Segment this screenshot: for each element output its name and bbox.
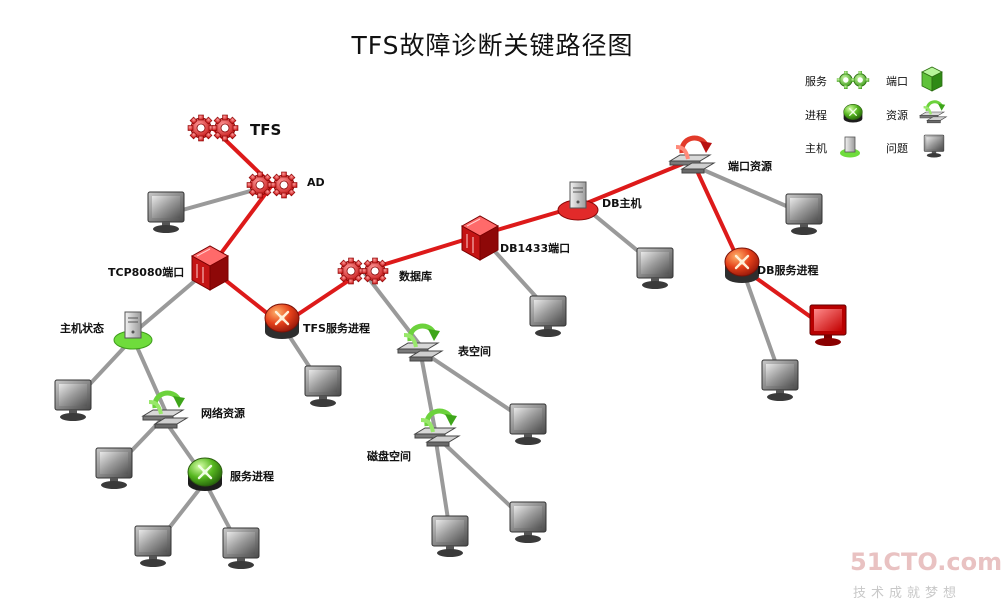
node-ad[interactable] bbox=[247, 172, 297, 198]
monitor-icon[interactable] bbox=[636, 247, 674, 290]
resource-icon bbox=[918, 100, 948, 125]
edges bbox=[73, 126, 824, 550]
label-tfs-service: TFS服务进程 bbox=[303, 322, 370, 335]
monitor-icon[interactable] bbox=[147, 191, 185, 234]
process-cylinder-icon bbox=[186, 456, 224, 493]
gears-icon bbox=[338, 258, 388, 284]
node-tcp8080[interactable] bbox=[191, 245, 229, 291]
process-cylinder-icon bbox=[723, 246, 761, 285]
legend-icons bbox=[836, 66, 948, 158]
legend-label-resource: 资源 bbox=[886, 109, 908, 122]
node-tfs-service[interactable] bbox=[263, 302, 301, 341]
host-icon bbox=[840, 136, 860, 158]
monitor-icon[interactable] bbox=[95, 447, 133, 490]
monitor-icon[interactable] bbox=[785, 193, 823, 236]
gears-icon bbox=[836, 70, 870, 90]
label-db-service: DB服务进程 bbox=[757, 264, 819, 277]
resource-icon bbox=[143, 393, 187, 428]
legend-label-host: 主机 bbox=[805, 142, 827, 155]
monitor-icon[interactable] bbox=[509, 501, 547, 544]
label-tcp8080: TCP8080端口 bbox=[108, 266, 185, 279]
monitor-icon[interactable] bbox=[529, 295, 567, 338]
gears-icon bbox=[188, 115, 238, 141]
edge-tablespace-monitor bbox=[418, 348, 527, 422]
monitor-icon[interactable] bbox=[54, 379, 92, 422]
label-service-process: 服务进程 bbox=[230, 470, 274, 483]
host-icon bbox=[124, 311, 142, 339]
legend-label-process: 进程 bbox=[805, 109, 827, 122]
watermark-slogan: 技术成就梦想 bbox=[853, 586, 962, 601]
node-disk-space[interactable] bbox=[415, 411, 459, 446]
monitor-icon[interactable] bbox=[304, 365, 342, 408]
label-tfs: TFS bbox=[250, 121, 282, 139]
node-db-service[interactable] bbox=[723, 246, 761, 285]
monitor-icon bbox=[923, 134, 945, 158]
monitor-icon[interactable] bbox=[222, 527, 260, 570]
node-db1433[interactable] bbox=[461, 215, 499, 261]
process-cylinder-icon bbox=[263, 302, 301, 341]
monitor-icon[interactable] bbox=[134, 525, 172, 568]
monitor-icon[interactable] bbox=[431, 515, 469, 558]
node-tfs[interactable] bbox=[188, 115, 238, 141]
resource-icon bbox=[398, 326, 442, 361]
port-cube-icon bbox=[921, 66, 943, 92]
edge-dbservice-monitor bbox=[740, 266, 782, 377]
node-service-process[interactable] bbox=[186, 456, 224, 493]
label-host-status: 主机状态 bbox=[60, 322, 104, 335]
legend-label-service: 服务 bbox=[805, 75, 827, 88]
resource-icon bbox=[415, 411, 459, 446]
legend-label-problem: 问题 bbox=[886, 142, 908, 155]
label-db-host: DB主机 bbox=[602, 197, 642, 210]
page-title: TFS故障诊断关键路径图 bbox=[351, 31, 634, 60]
label-port-resource: 端口资源 bbox=[728, 160, 772, 173]
label-table-space: 表空间 bbox=[458, 345, 491, 358]
node-db-host[interactable] bbox=[557, 181, 599, 221]
gears-icon bbox=[247, 172, 297, 198]
watermark-brand: 51CTO.com bbox=[850, 548, 1002, 576]
host-icon bbox=[569, 181, 587, 209]
port-cube-icon bbox=[191, 245, 229, 291]
edge-tablespace-diskspace bbox=[418, 348, 437, 432]
problem-monitor-icon[interactable] bbox=[809, 304, 847, 347]
label-disk-space: 磁盘空间 bbox=[367, 450, 411, 463]
monitors bbox=[54, 191, 847, 570]
port-cube-icon bbox=[461, 215, 499, 261]
label-ad: AD bbox=[307, 176, 325, 189]
edge-portresource-monitor bbox=[690, 163, 802, 214]
label-database: 数据库 bbox=[399, 270, 432, 283]
monitor-icon[interactable] bbox=[509, 403, 547, 446]
label-db1433: DB1433端口 bbox=[500, 242, 571, 255]
node-table-space[interactable] bbox=[398, 326, 442, 361]
node-network-resource[interactable] bbox=[143, 393, 187, 428]
process-cylinder-icon bbox=[842, 103, 864, 124]
node-host-status[interactable] bbox=[113, 311, 153, 350]
legend-label-port: 端口 bbox=[886, 75, 908, 88]
label-network-resource: 网络资源 bbox=[201, 407, 245, 420]
monitor-icon[interactable] bbox=[761, 359, 799, 402]
edge-dbhost-portresource bbox=[580, 158, 694, 207]
node-database[interactable] bbox=[338, 258, 388, 284]
